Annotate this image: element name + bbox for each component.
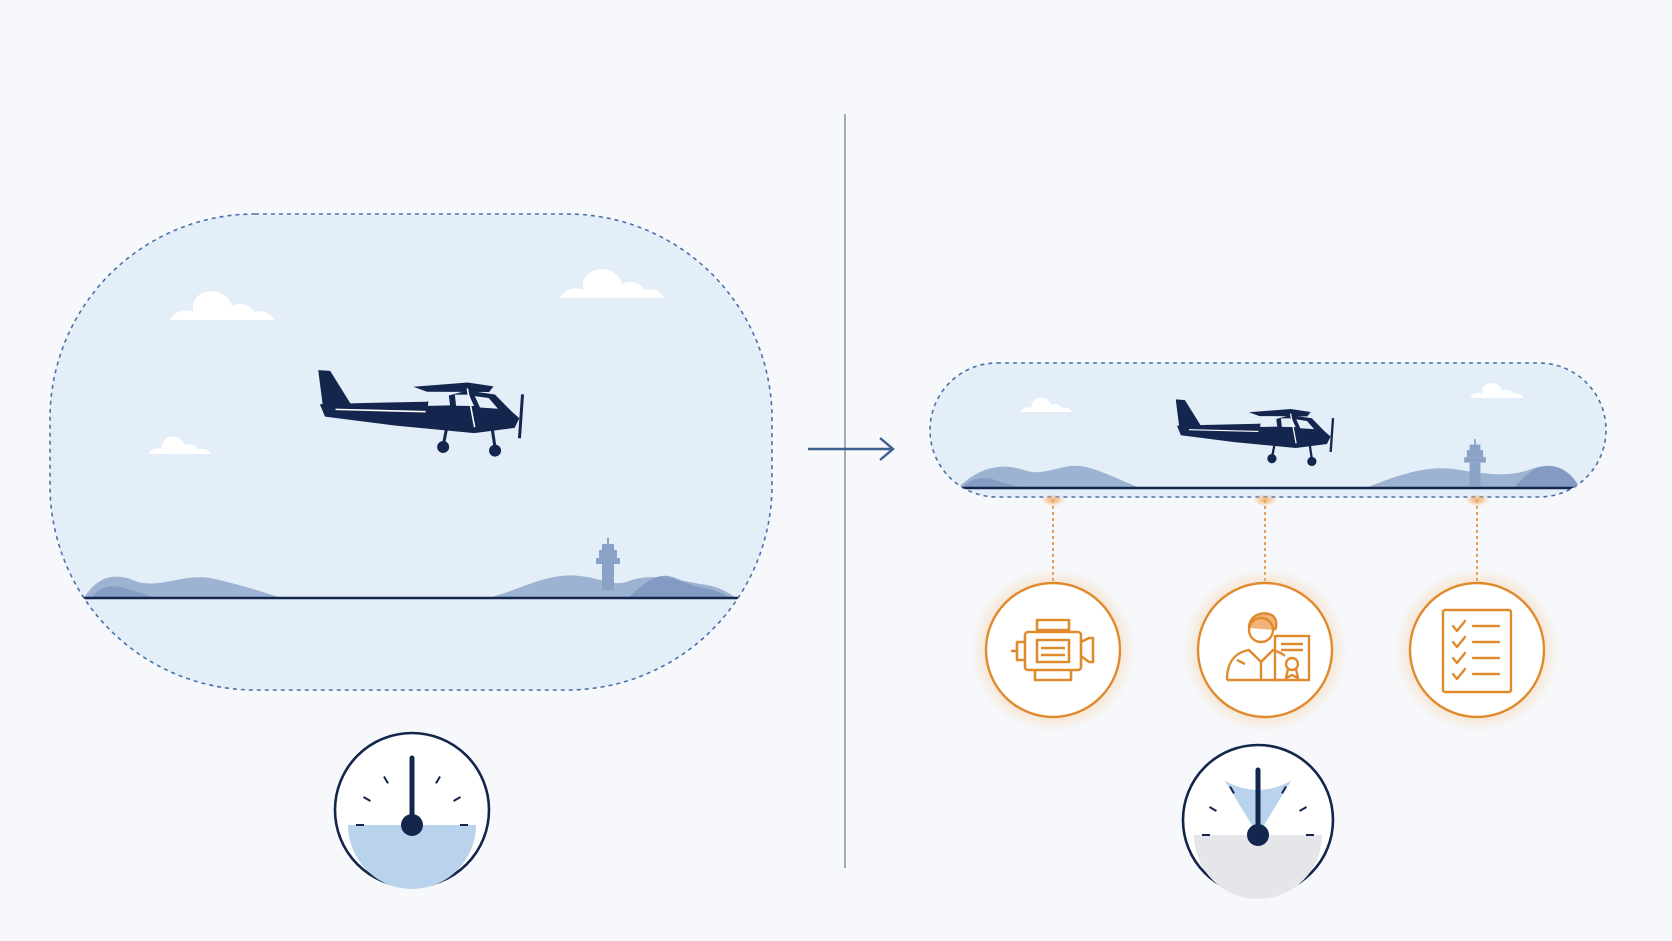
gauge-tick <box>363 796 371 802</box>
pilot-certificate-icon <box>1183 568 1347 732</box>
right-sky-panel <box>929 362 1607 498</box>
hills <box>628 575 730 598</box>
gauge-tick <box>1209 806 1217 812</box>
speedometer-gauge-icon <box>333 731 491 889</box>
gauge-tick <box>1299 806 1307 812</box>
gauge-tick <box>435 776 441 784</box>
engine-icon <box>971 568 1135 732</box>
hills <box>958 465 1140 488</box>
arrow-right-icon <box>808 437 895 461</box>
gauge-tick <box>1229 786 1235 794</box>
speedometer-gauge-icon <box>1181 743 1335 899</box>
left-sky-panel <box>49 213 773 691</box>
gauge-tick <box>453 796 461 802</box>
hills <box>92 586 154 598</box>
hills <box>1514 465 1580 488</box>
gauge-tick <box>1281 786 1287 794</box>
gauge-tick <box>383 776 389 784</box>
hills <box>962 478 1022 488</box>
checklist-icon <box>1395 568 1559 732</box>
